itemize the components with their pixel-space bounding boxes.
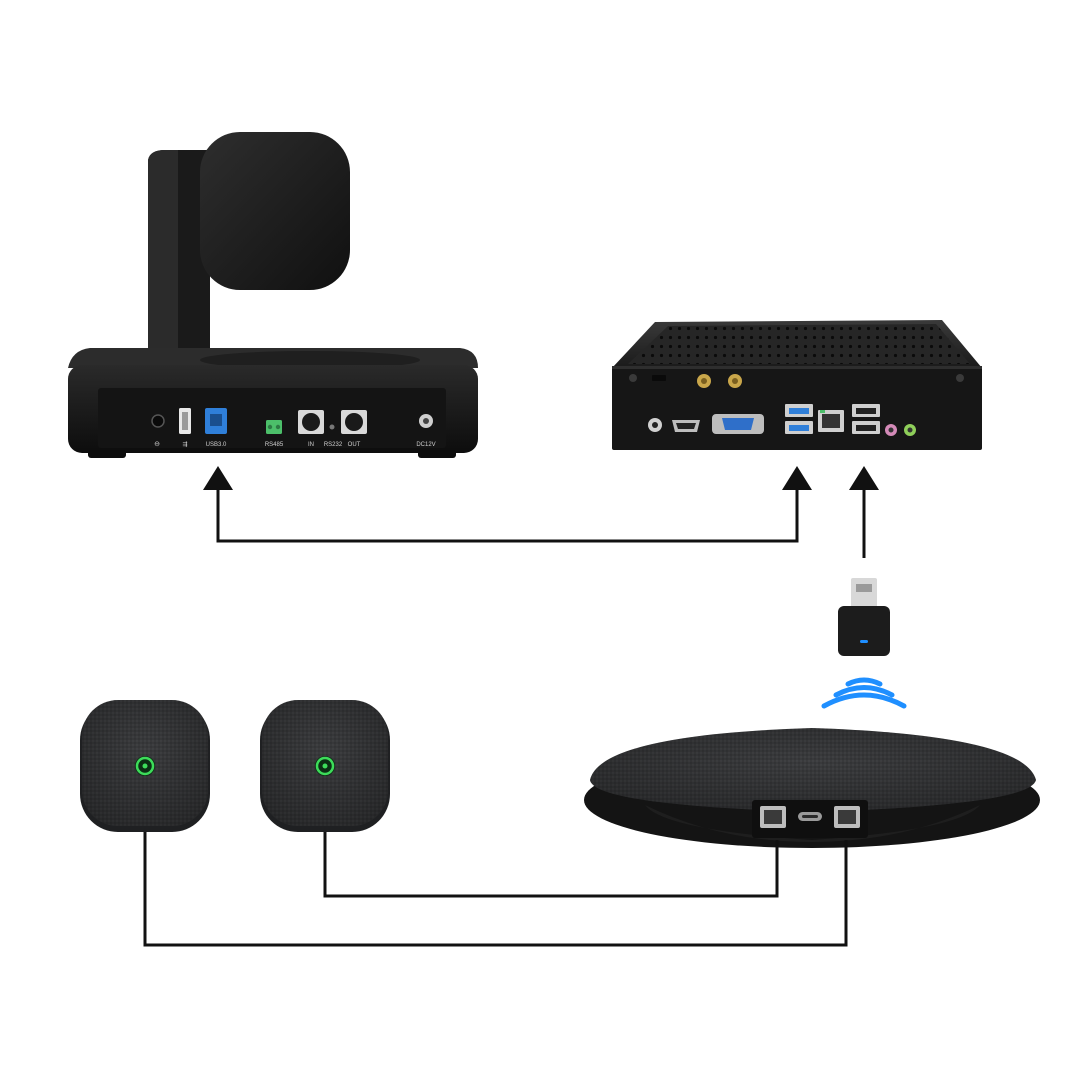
rs485-label: RS485 <box>265 442 284 448</box>
expansion-mic <box>260 700 390 832</box>
mic2-cable <box>323 832 779 898</box>
in-label: IN <box>308 442 314 448</box>
speakerphone-device <box>584 728 1040 848</box>
usb-icon: ⇶ <box>182 441 187 448</box>
out-label: OUT <box>348 442 361 448</box>
mic-cables <box>143 832 848 947</box>
camera-to-pc-connection <box>203 466 812 543</box>
dc12v-label: DC12V <box>416 442 435 448</box>
camera-head <box>200 132 350 290</box>
dongle-to-pc-connection <box>849 466 879 558</box>
rs485-terminal <box>266 420 282 434</box>
camera-device: ⊖ ⇶ USB3.0 RS485 IN RS232 OUT DC12V <box>68 132 478 458</box>
arrow-up-icon <box>782 466 812 490</box>
arrow-up-icon <box>849 466 879 490</box>
rs232-label: RS232 <box>324 442 343 448</box>
audio-jack-icon: ⊖ <box>154 441 160 448</box>
usb3-label: USB3.0 <box>206 442 227 448</box>
mini-pc-device <box>612 320 982 450</box>
mic1-cable <box>143 832 848 947</box>
wireless-signal-icon <box>821 677 907 709</box>
expansion-mic <box>80 700 210 832</box>
arrow-up-icon <box>203 466 233 490</box>
audio-jack <box>151 414 165 428</box>
usb-dongle <box>838 578 890 656</box>
